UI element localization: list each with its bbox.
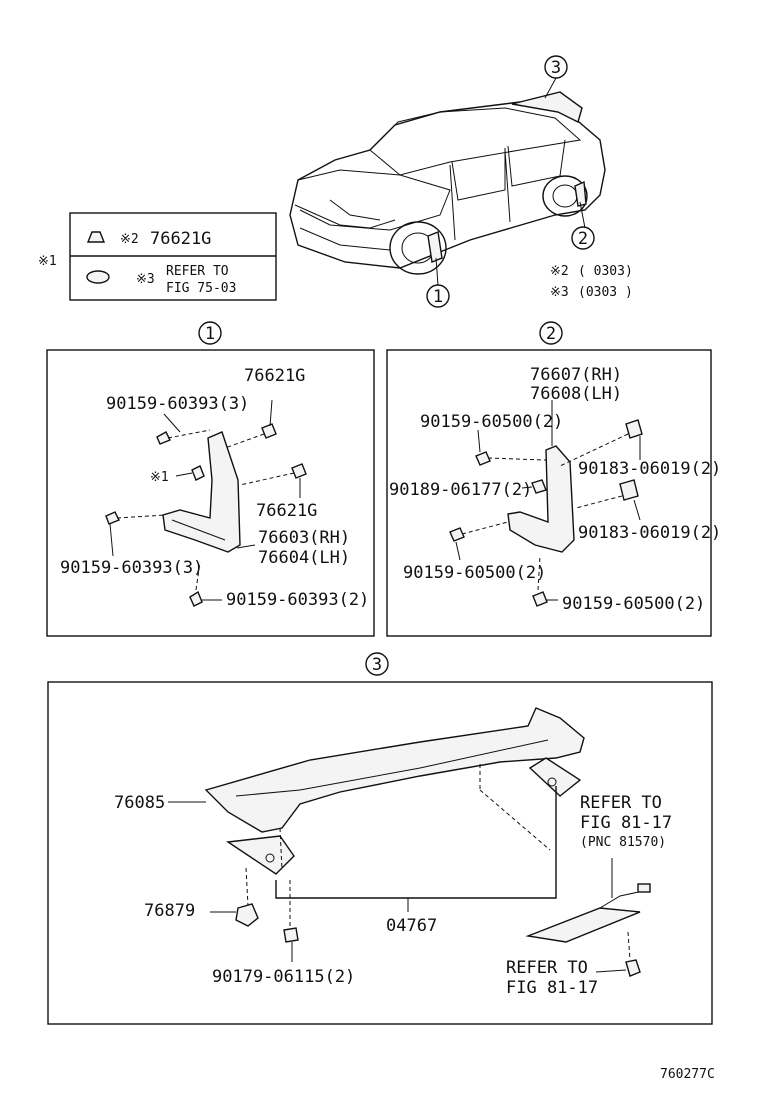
svg-text:( 0303): ( 0303) bbox=[578, 264, 633, 279]
panel-3: 3 76085 RE bbox=[47, 652, 713, 1025]
label-nut-2: 90189-06177(2) bbox=[389, 480, 532, 500]
label-refer2-line1: REFER TO bbox=[506, 958, 588, 978]
label-bolt-top-1: 76621G bbox=[244, 366, 305, 386]
clip-lower-2 bbox=[619, 479, 639, 501]
label-flap-rh-2: 76607(RH) bbox=[530, 365, 622, 385]
svg-text:※3: ※3 bbox=[550, 285, 569, 300]
clip-upper-2 bbox=[625, 419, 643, 439]
label-flap-rh-1: 76603(RH) bbox=[258, 528, 350, 548]
screw-upper-2 bbox=[475, 451, 491, 466]
callout-2-car: 2 bbox=[571, 226, 595, 250]
panel-2-title: 2 bbox=[546, 324, 556, 344]
screw-bottom-2 bbox=[532, 591, 548, 607]
label-screw-lower-1: 90159-60393(3) bbox=[60, 558, 203, 578]
mudflap-1 bbox=[162, 431, 241, 553]
legend-row2-mark: ※3 bbox=[136, 272, 155, 287]
callout-1-car: 1 bbox=[426, 284, 450, 308]
mudflap-2 bbox=[507, 445, 575, 553]
label-bolt-mid-1: 76621G bbox=[256, 501, 317, 521]
svg-text:※2: ※2 bbox=[550, 264, 569, 279]
label-nut-3: 90179-06115(2) bbox=[212, 967, 355, 987]
nut-2 bbox=[531, 479, 547, 494]
svg-text:(0303 ): (0303 ) bbox=[578, 285, 633, 300]
panel-2: 2 76607(RH) 76608(LH) 90159-60500(2) 901… bbox=[386, 321, 721, 637]
clip-icon bbox=[86, 231, 106, 243]
label-refer1-line2: FIG 81-17 bbox=[580, 813, 672, 833]
bracket-right bbox=[528, 757, 582, 797]
bracket-left bbox=[226, 835, 295, 875]
label-pnc: (PNC 81570) bbox=[580, 835, 666, 850]
callout-3-car: 3 bbox=[544, 55, 568, 79]
screw-bottom-1 bbox=[189, 590, 203, 607]
svg-text:2: 2 bbox=[578, 229, 588, 249]
panel-3-title: 3 bbox=[372, 655, 382, 675]
svg-text:3: 3 bbox=[551, 58, 561, 78]
legend-row2-line1: REFER TO bbox=[166, 264, 229, 279]
label-refer2-line2: FIG 81-17 bbox=[506, 978, 598, 998]
grommet bbox=[235, 903, 259, 927]
car-illustration bbox=[289, 77, 606, 286]
legend-row1-mark: ※2 bbox=[120, 232, 139, 247]
label-screw-upper-1: 90159-60393(3) bbox=[106, 394, 249, 414]
label-grommet: 76879 bbox=[144, 901, 195, 921]
screw-lower-2 bbox=[449, 527, 465, 542]
label-screw-bottom-2: 90159-60500(2) bbox=[562, 594, 705, 614]
bolt-top-1 bbox=[261, 423, 277, 439]
spoiler bbox=[204, 707, 585, 833]
legend-row2-line2: FIG 75-03 bbox=[166, 281, 236, 296]
label-clip-lower-2: 90183-06019(2) bbox=[578, 523, 721, 543]
legend-group-mark: ※1 bbox=[38, 254, 57, 269]
label-clip-upper-2: 90183-06019(2) bbox=[578, 459, 721, 479]
figure-code: 760277C bbox=[660, 1067, 715, 1082]
label-refer1-line1: REFER TO bbox=[580, 793, 662, 813]
label-screw-upper-2: 90159-60500(2) bbox=[420, 412, 563, 432]
bolt-mid-1 bbox=[291, 463, 307, 479]
label-subassy: 04767 bbox=[386, 916, 437, 936]
legend-box: ※1 ※2 76621G ※3 REFER TO FIG 75-03 bbox=[38, 212, 277, 301]
nut-3 bbox=[283, 927, 299, 943]
label-flap-lh-1: 76604(LH) bbox=[258, 548, 350, 568]
legend-row1-part: 76621G bbox=[150, 229, 211, 249]
label-clip-mark-1: ※1 bbox=[150, 470, 169, 485]
panel-1-title: 1 bbox=[205, 324, 215, 344]
screw-upper-1 bbox=[156, 431, 171, 445]
label-screw-bottom-1: 90159-60393(2) bbox=[226, 590, 369, 610]
date-notes: ※2 ( 0303) ※3 (0303 ) bbox=[550, 264, 633, 300]
svg-text:1: 1 bbox=[433, 287, 443, 307]
stop-lamp bbox=[525, 907, 641, 943]
label-flap-lh-2: 76608(LH) bbox=[530, 384, 622, 404]
screw-lower-1 bbox=[105, 511, 120, 525]
clip-1 bbox=[191, 465, 205, 481]
nut-icon bbox=[86, 270, 110, 284]
label-screw-lower-2: 90159-60500(2) bbox=[403, 563, 546, 583]
label-spoiler: 76085 bbox=[114, 793, 165, 813]
panel-1: 1 76621G 90159-60393(3) ※1 76621G 76603(… bbox=[46, 321, 375, 637]
screw-3 bbox=[625, 959, 641, 977]
